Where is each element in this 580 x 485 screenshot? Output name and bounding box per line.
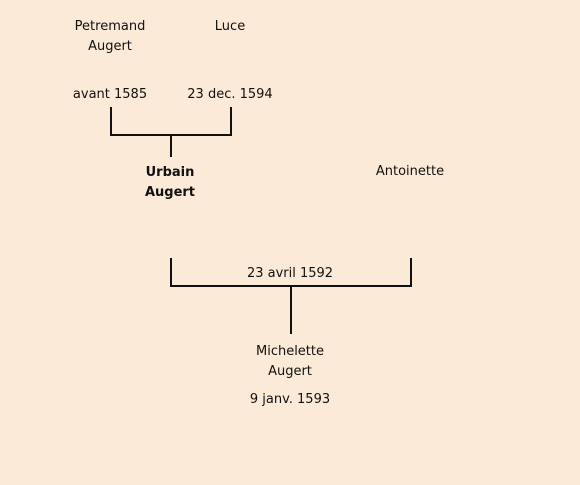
- spouse-marriage-line: [410, 258, 412, 287]
- subject-last-name: Augert: [144, 185, 196, 200]
- father-drop-line: [110, 107, 112, 136]
- father-first-name: Petremand: [74, 19, 146, 34]
- subject-marriage-line: [170, 258, 172, 287]
- father-last-name: Augert: [88, 39, 132, 54]
- mother-date: 23 dec. 1594: [187, 87, 273, 102]
- father-date: avant 1585: [72, 87, 148, 102]
- parents-connector-line: [110, 134, 232, 136]
- marriage-date: 23 avril 1592: [246, 266, 334, 281]
- child-descent-line: [290, 287, 292, 334]
- mother-first-name: Luce: [214, 19, 246, 34]
- child-first-name: Michelette: [255, 344, 324, 359]
- parents-descent-line: [170, 136, 172, 157]
- mother-drop-line: [230, 107, 232, 136]
- spouse-first-name: Antoinette: [375, 164, 445, 179]
- child-last-name: Augert: [268, 364, 312, 379]
- subject-first-name: Urbain: [145, 165, 195, 180]
- marriage-connector-line: [170, 285, 412, 287]
- child-date: 9 janv. 1593: [249, 392, 331, 407]
